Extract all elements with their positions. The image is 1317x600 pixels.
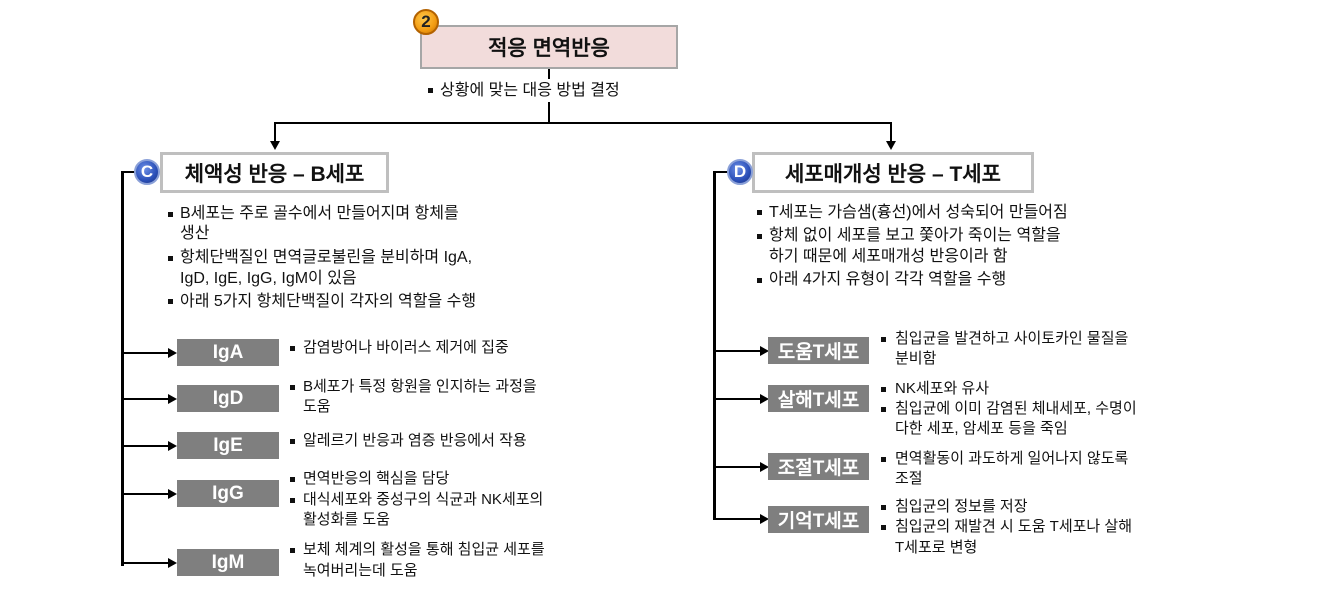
bullet-icon — [757, 278, 762, 283]
arrow-right-icon — [168, 394, 177, 404]
bullet-icon — [881, 525, 886, 530]
killer-t-box: 살해T세포 — [768, 385, 869, 412]
connector — [274, 122, 892, 124]
arrow-right-icon — [168, 441, 177, 451]
number-badge: 2 — [413, 9, 439, 35]
connector — [548, 102, 550, 124]
killer-t-desc-1: NK세포와 유사 — [895, 380, 990, 397]
regulatory-t-desc-a: 면역활동이 과도하게 일어나지 않도록 — [895, 450, 1129, 467]
section-badge-c: C — [134, 159, 160, 185]
memory-t-desc-2a: 침입균의 재발견 시 도움 T세포나 살해 — [895, 518, 1133, 535]
left-bullet-3: 아래 5가지 항체단백질이 각자의 역할을 수행 — [180, 293, 477, 310]
arrow-right-icon — [760, 394, 769, 404]
right-bullet-3: 아래 4가지 유형이 각각 역할을 수행 — [769, 271, 1007, 288]
bullet-icon — [290, 385, 295, 390]
cell-mediated-title: 세포매개성 반응 – T세포 — [785, 162, 1001, 186]
humoral-response-box: 체액성 반응 – B세포 — [160, 152, 389, 193]
killer-t-desc-2b: 다한 세포, 암세포 등을 죽임 — [895, 420, 1068, 437]
bullet-icon — [290, 477, 295, 482]
igd-box: IgD — [177, 385, 279, 412]
killer-t-desc-2a: 침입균에 이미 감염된 체내세포, 수명이 — [895, 400, 1137, 417]
regulatory-t-box: 조절T세포 — [768, 453, 869, 480]
bullet-icon — [881, 407, 886, 412]
helper-t-box: 도움T세포 — [768, 337, 869, 364]
connector — [713, 171, 716, 520]
bullet-icon — [881, 505, 886, 510]
bullet-icon — [168, 212, 173, 217]
bullet-icon — [881, 387, 886, 392]
left-bullet-2b: IgD, IgE, IgG, IgM이 있음 — [180, 270, 357, 287]
igg-desc-2a: 대식세포와 중성구의 식균과 NK세포의 — [303, 491, 544, 508]
left-bullet-1a: B세포는 주로 골수에서 만들어지며 항체를 — [180, 205, 459, 222]
connector — [121, 171, 137, 173]
bullet-icon — [168, 299, 173, 304]
igg-desc-2b: 활성화를 도움 — [303, 511, 390, 528]
memory-t-box: 기억T세포 — [768, 506, 869, 533]
connector — [121, 171, 124, 566]
igg-desc-1: 면역반응의 핵심을 담당 — [303, 470, 450, 487]
right-bullet-2b: 하기 때문에 세포매개성 반응이라 함 — [769, 248, 1008, 265]
section-badge-d: D — [727, 159, 753, 185]
iga-box: IgA — [177, 339, 279, 366]
ige-box: IgE — [177, 432, 279, 459]
arrow-right-icon — [760, 462, 769, 472]
connector — [548, 69, 550, 79]
arrow-right-icon — [168, 348, 177, 358]
bullet-icon — [428, 88, 433, 93]
left-bullet-2a: 항체단백질인 면역글로불린을 분비하며 IgA, — [180, 249, 473, 266]
igg-box: IgG — [177, 480, 279, 507]
arrow-right-icon — [760, 514, 769, 524]
bullet-icon — [290, 498, 295, 503]
bullet-icon — [290, 346, 295, 351]
helper-t-desc-b: 분비함 — [895, 350, 937, 367]
cell-mediated-response-box: 세포매개성 반응 – T세포 — [752, 152, 1034, 193]
iga-desc: 감염방어나 바이러스 제거에 집중 — [303, 339, 509, 356]
memory-t-desc-1: 침입균의 정보를 저장 — [895, 498, 1028, 515]
ige-desc: 알레르기 반응과 염증 반응에서 작용 — [303, 432, 527, 449]
top-title: 적응 면역반응 — [488, 37, 610, 60]
connector — [713, 171, 729, 173]
bullet-icon — [881, 337, 886, 342]
regulatory-t-desc-b: 조절 — [895, 470, 923, 487]
arrow-down-icon — [270, 141, 280, 150]
bullet-icon — [757, 234, 762, 239]
connector — [890, 122, 892, 142]
bullet-icon — [757, 210, 762, 215]
arrow-right-icon — [168, 558, 177, 568]
bullet-icon — [881, 457, 886, 462]
helper-t-desc-a: 침입균을 발견하고 사이토카인 물질을 — [895, 330, 1129, 347]
memory-t-desc-2b: T세포로 변형 — [895, 539, 978, 556]
bullet-icon — [290, 439, 295, 444]
right-bullet-2a: 항체 없이 세포를 보고 쫓아가 죽이는 역할을 — [769, 227, 1061, 244]
igm-desc-a: 보체 체계의 활성을 통해 침입균 세포를 — [303, 541, 545, 558]
igd-desc-b: 도움 — [303, 398, 331, 415]
bullet-icon — [168, 256, 173, 261]
igd-desc-a: B세포가 특정 항원을 인지하는 과정을 — [303, 378, 537, 395]
right-bullet-1: T세포는 가슴샘(흉선)에서 성숙되어 만들어짐 — [769, 204, 1068, 221]
humoral-title: 체액성 반응 – B세포 — [184, 162, 365, 186]
top-subtitle: 상황에 맞는 대응 방법 결정 — [440, 82, 620, 99]
left-bullet-1b: 생산 — [180, 225, 210, 242]
arrow-right-icon — [760, 346, 769, 356]
arrow-right-icon — [168, 489, 177, 499]
connector — [274, 122, 276, 142]
igm-desc-b: 녹여버리는데 도움 — [303, 562, 418, 579]
igm-box: IgM — [177, 549, 279, 576]
arrow-down-icon — [886, 141, 896, 150]
bullet-icon — [290, 548, 295, 553]
top-title-box: 적응 면역반응 — [420, 25, 678, 69]
